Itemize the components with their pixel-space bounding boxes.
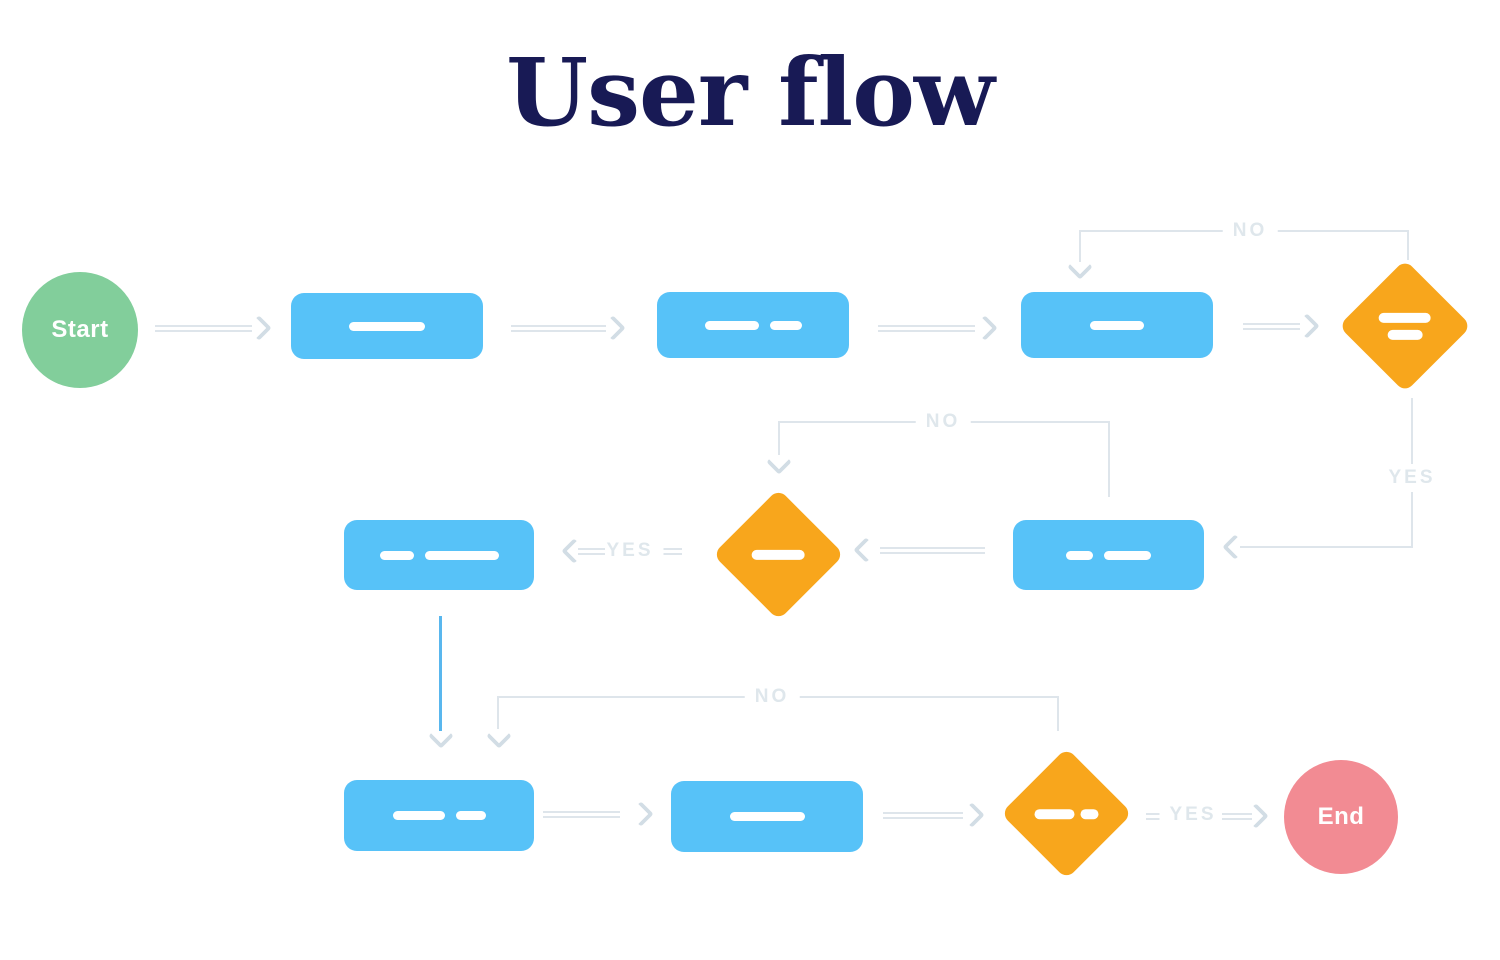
arrowhead-left-icon [1222,534,1248,560]
no-label-top: NO [1222,217,1278,245]
placeholder-text-bar [769,320,802,330]
decision-node-1 [1338,259,1472,393]
arrowhead-right-icon [1294,313,1320,339]
no-label-bottom: NO [744,683,800,711]
start-node: Start [22,272,138,388]
decision-node-3 [1000,747,1133,880]
arrow-step2-to-step3 [878,325,975,332]
arrow-step7-to-decision3 [883,812,963,819]
no-loop-mid-line [778,421,780,455]
decision-2-placeholder-bars [752,549,805,560]
no-loop-top-line [1407,230,1409,260]
placeholder-text-bar [379,550,414,560]
arrowhead-right-icon [600,315,626,341]
arrowhead-down-icon [486,723,512,749]
no-loop-top-line [1079,230,1081,262]
arrowhead-down-icon [766,449,792,475]
process-node-2 [657,292,849,358]
placeholder-text-bar [1379,312,1431,323]
yes-label-bottom: YES [1159,801,1227,829]
placeholder-text-bar [349,321,425,331]
placeholder-text-bar [424,550,499,560]
placeholder-text-bar [1080,808,1099,819]
placeholder-text-bar [729,812,805,821]
yes-arrow-bottom-shaft [1222,813,1252,820]
process-node-7 [671,781,863,852]
start-node-label: Start [51,316,109,343]
arrowhead-right-icon [246,315,272,341]
placeholder-text-bar [1104,550,1151,560]
arrow-step5-to-step6 [439,616,442,731]
no-loop-mid-line [1108,421,1110,497]
arrowhead-left-icon [561,538,587,564]
process-node-3 [1021,292,1213,358]
placeholder-text-bar [1387,329,1423,340]
no-loop-bottom-line [497,696,499,729]
arrowhead-right-icon [959,802,985,828]
placeholder-text-bar [392,811,445,820]
placeholder-text-bar [455,811,486,820]
end-node-label: End [1317,803,1365,830]
arrowhead-left-icon [853,537,879,563]
placeholder-text-bar [1066,550,1093,560]
decision-3-placeholder-bars [1034,808,1099,819]
end-node: End [1284,760,1398,874]
no-loop-bottom-line [1057,696,1059,731]
no-label-mid: NO [915,408,971,436]
yes-arrow-mid-dash [660,548,682,555]
arrowhead-right-icon [1243,803,1269,829]
arrowhead-right-icon [628,801,654,827]
arrow-step4-to-decision2 [880,547,985,554]
arrow-step6-to-step7 [543,811,620,818]
arrow-step1-to-step2 [511,325,606,332]
yes-arrow-mid-shaft [578,548,605,555]
placeholder-text-bar [1090,320,1144,330]
yes-label-top: YES [1378,464,1446,492]
decision-1-placeholder-bars [1379,312,1431,340]
arrowhead-down-icon [428,723,454,749]
arrowhead-down-icon [1067,254,1093,280]
yes-label-mid: YES [596,537,664,565]
placeholder-text-bar [752,549,805,560]
arrow-step3-to-decision1 [1243,323,1300,330]
yes-arrow-bottom-dash [1146,813,1164,820]
yes-path-top-line [1240,546,1413,548]
page-title: User flow [506,38,995,148]
arrow-start-to-step1 [155,325,252,332]
arrowhead-right-icon [972,315,998,341]
decision-node-2 [712,488,845,621]
placeholder-text-bar [1034,808,1075,819]
placeholder-text-bar [704,320,759,330]
process-node-4 [1013,520,1204,590]
process-node-6 [344,780,534,851]
process-node-1 [291,293,483,359]
process-node-5 [344,520,534,590]
